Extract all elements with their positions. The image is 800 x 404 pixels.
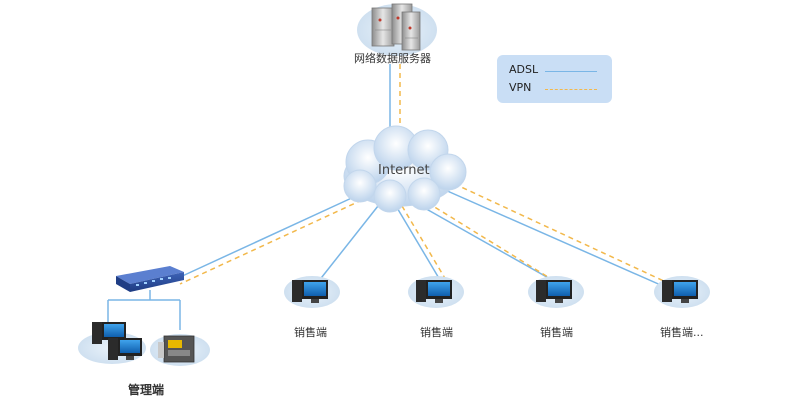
sales-label-4: 销售端... (660, 326, 704, 339)
legend-vpn-line (545, 89, 597, 90)
legend-adsl-label: ADSL (509, 63, 539, 76)
manager-node (78, 322, 210, 366)
adsl-line-sales-1 (317, 205, 379, 283)
manager-label: 管理端 (128, 383, 165, 397)
sales-label-3: 销售端 (540, 326, 573, 339)
adsl-line-manager (177, 195, 357, 279)
legend-adsl-line (545, 71, 597, 72)
desktop-icon-2 (108, 338, 142, 360)
legend-vpn-label: VPN (509, 81, 532, 94)
sales-node-1 (284, 276, 340, 308)
printer-icon (158, 335, 195, 363)
adsl-line-sales-3 (413, 201, 553, 281)
sales-label-2: 销售端 (420, 326, 453, 339)
adsl-line-sales-2 (395, 205, 441, 281)
server-label: 网络数据服务器 (354, 52, 431, 65)
switch-node (116, 266, 184, 292)
internet-label: Internet (378, 163, 430, 178)
adsl-line-sales-4 (435, 185, 673, 291)
server-icon (371, 3, 421, 51)
sales-node-3 (528, 276, 584, 308)
server-node (357, 3, 437, 56)
vpn-line-sales-4 (445, 179, 667, 283)
internet-cloud (343, 125, 467, 213)
connections (107, 64, 673, 330)
sales-node-2 (408, 276, 464, 308)
vpn-line-manager (179, 199, 363, 285)
sales-label-1: 销售端 (294, 326, 327, 339)
legend: ADSL VPN (497, 55, 612, 103)
sales-node-4 (654, 276, 710, 308)
